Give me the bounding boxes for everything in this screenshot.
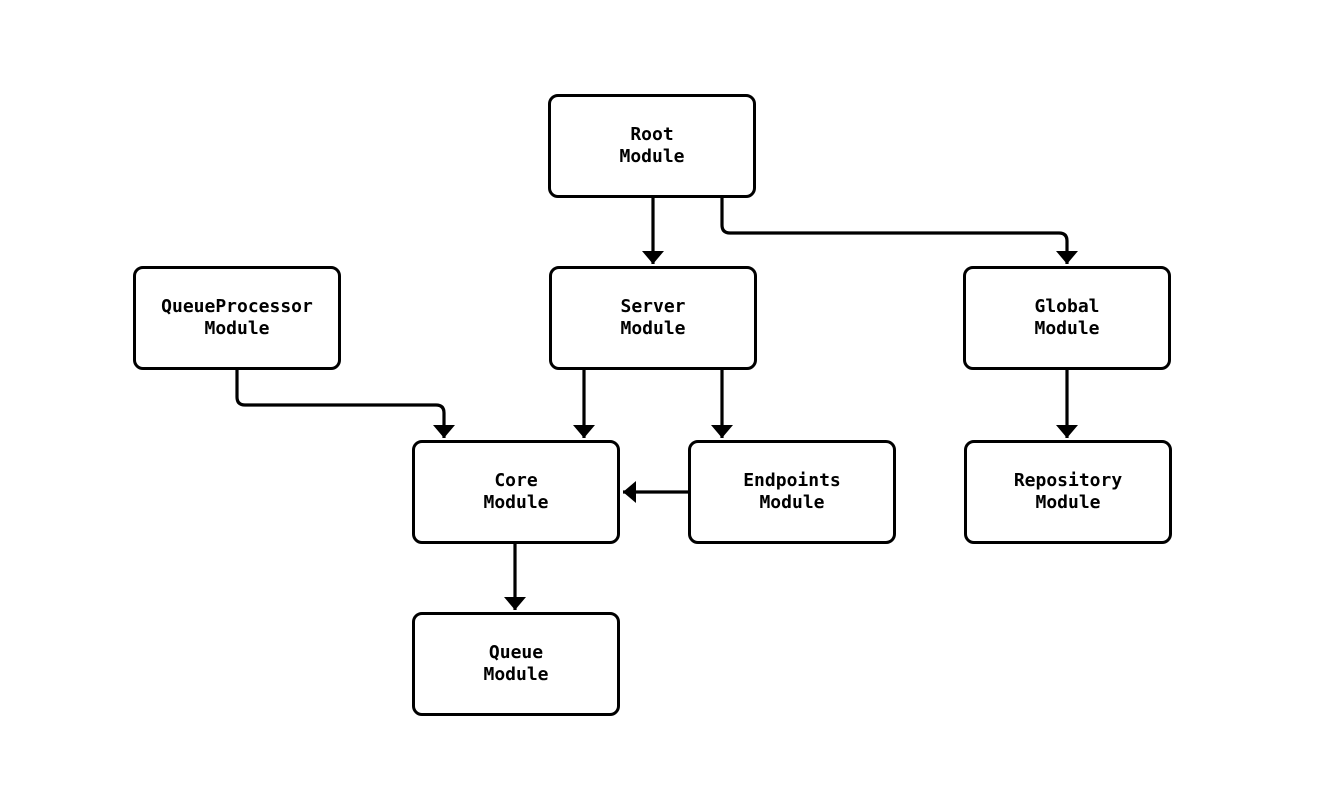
node-server-module: Server Module <box>549 266 757 370</box>
node-core-module: Core Module <box>412 440 620 544</box>
node-root-module: Root Module <box>548 94 756 198</box>
node-root-module-label: Root Module <box>619 124 685 167</box>
node-repository-module: Repository Module <box>964 440 1172 544</box>
node-global-module: Global Module <box>963 266 1171 370</box>
node-queue-module-label: Queue Module <box>483 642 549 685</box>
node-global-module-label: Global Module <box>1034 296 1100 339</box>
node-server-module-label: Server Module <box>620 296 686 339</box>
node-core-module-label: Core Module <box>483 470 549 513</box>
node-repository-module-label: Repository Module <box>1013 470 1123 513</box>
node-endpoints-module: Endpoints Module <box>688 440 896 544</box>
edge-root-to-global <box>720 198 1078 264</box>
node-queueprocessor-module: QueueProcessor Module <box>133 266 341 370</box>
node-queueprocessor-module-label: QueueProcessor Module <box>161 296 313 339</box>
node-endpoints-module-label: Endpoints Module <box>743 470 841 513</box>
node-queue-module: Queue Module <box>412 612 620 716</box>
edge-queueprocessor-to-core <box>235 370 455 438</box>
